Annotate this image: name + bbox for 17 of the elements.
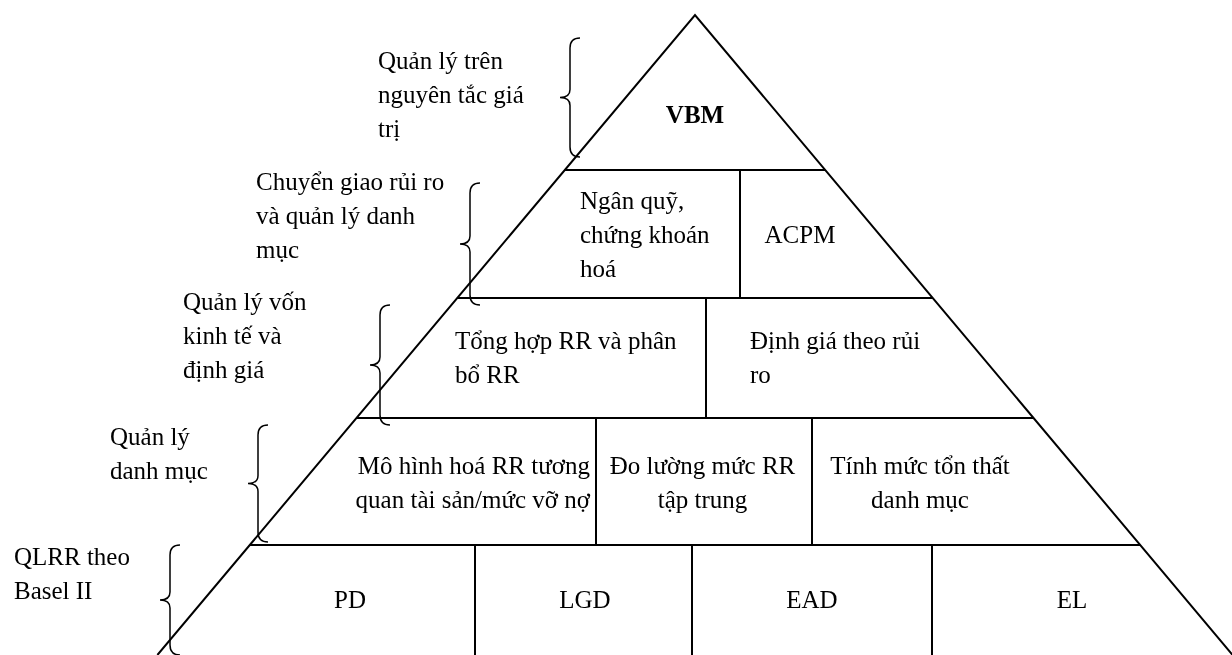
- cell-text: Tổng hợp RR và phân bổ RR: [455, 325, 678, 390]
- tier-label: Chuyển giao rủi ro và quản lý danh mục: [256, 167, 446, 265]
- tier-label: Quản lý vốn kinh tế và định giá: [183, 287, 308, 385]
- cell-text: Tính mức tổn thất danh mục: [829, 450, 1011, 515]
- tier-label: Quản lý danh mục: [110, 422, 209, 486]
- cell-text: ACPM: [764, 220, 836, 250]
- cell-text: PD: [334, 585, 366, 615]
- cell-text: EL: [1056, 585, 1088, 615]
- cell-text: LGD: [559, 585, 611, 615]
- cell-text: VBM: [665, 100, 725, 130]
- cell-text: Định giá theo rủi ro: [750, 325, 922, 390]
- cell-text: Mô hình hoá RR tương quan tài sản/mức vỡ nợ: [354, 450, 590, 515]
- cell-text: Đo lường mức RR tập trung: [608, 450, 797, 515]
- cell-text: EAD: [786, 585, 838, 615]
- tier-label: QLRR theo Basel II: [14, 542, 131, 606]
- cell-text: Ngân quỹ, chứng khoán hoá: [580, 186, 711, 284]
- tier-label: Quản lý trên nguyên tắc giá trị: [378, 46, 525, 144]
